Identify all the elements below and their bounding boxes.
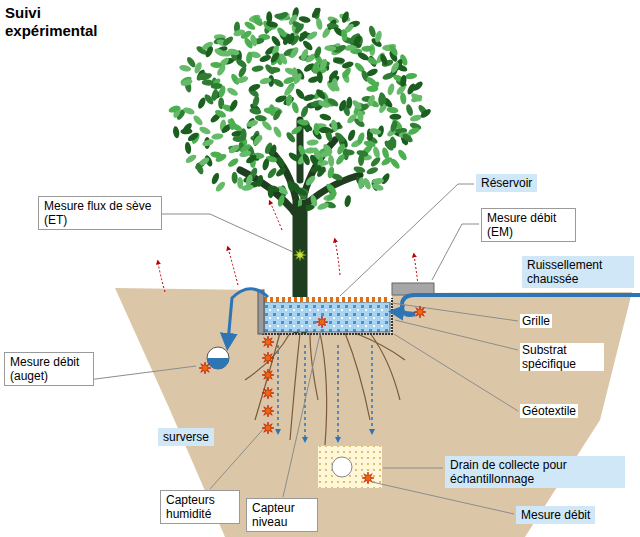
- callout-box: surverse: [158, 428, 214, 446]
- callout-text: Capteurs humidité: [166, 493, 234, 521]
- sensors: [199, 249, 426, 484]
- callout-box: Mesure débit (auget): [4, 352, 94, 386]
- callout-box: Ruissellement chaussée: [522, 256, 634, 288]
- callout-text: Drain de collecte pour échantillonnage: [450, 458, 620, 486]
- callout-text: Mesure flux de sève (ET): [44, 199, 156, 227]
- diagram-title: Suivi expérimental: [5, 4, 125, 40]
- callout-box: Mesure débit (EM): [481, 208, 576, 242]
- tipping-bucket: [207, 347, 229, 369]
- part-label: Grille: [520, 314, 552, 328]
- callout-text: Ruissellement chaussée: [527, 258, 629, 286]
- callout-box: Réservoir: [476, 174, 537, 192]
- grate: [264, 297, 390, 302]
- callout-text: surverse: [163, 430, 209, 444]
- evapotranspiration-arrows: [158, 202, 418, 292]
- callout-box: Mesure débit: [516, 506, 595, 524]
- overflow-arrow: [228, 289, 268, 342]
- roots: [245, 333, 405, 445]
- callout-box: Capteurs humidité: [160, 490, 240, 524]
- drain-pipe: [332, 457, 352, 477]
- geotextile: [262, 298, 392, 334]
- runoff-arrow: [396, 295, 640, 315]
- pit-wall: [258, 290, 264, 334]
- callout-text: Mesure débit (EM): [487, 211, 570, 239]
- callout-box: Capteur niveau: [246, 498, 318, 532]
- callout-text: Mesure débit: [521, 508, 590, 522]
- callout-box: Drain de collecte pour échantillonnage: [445, 456, 625, 488]
- callout-box: Mesure flux de sève (ET): [38, 196, 162, 230]
- infiltration-arrows: [278, 345, 372, 440]
- callout-text: Mesure débit (auget): [10, 355, 88, 383]
- soil: [115, 288, 632, 537]
- tree: [168, 6, 433, 330]
- callout-text: Capteur niveau: [252, 501, 312, 529]
- part-label: Géotextile: [520, 404, 578, 418]
- part-label: Substrat spécifique: [520, 343, 604, 371]
- callout-text: Réservoir: [481, 176, 532, 190]
- reservoir-substrate: [264, 302, 390, 332]
